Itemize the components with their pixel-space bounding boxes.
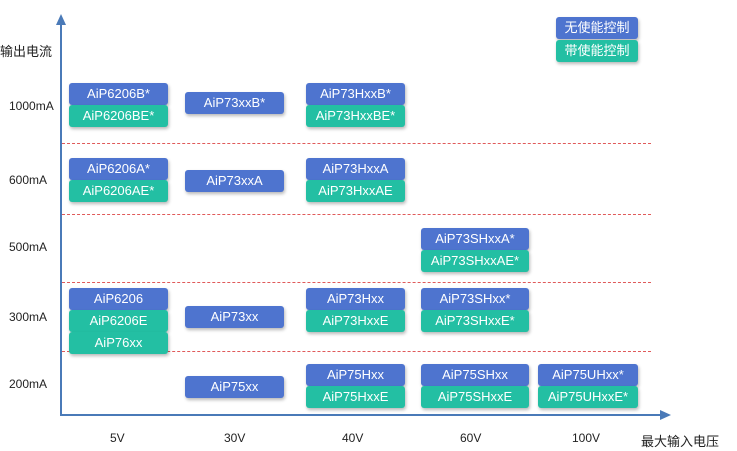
part-box: AiP75UHxxE* (538, 386, 638, 408)
part-box: AiP6206 (69, 288, 168, 310)
part-box: AiP73xxB* (185, 92, 284, 114)
legend-without-enable: 无使能控制 (556, 17, 638, 39)
x-level-label: 30V (224, 431, 246, 445)
part-box: AiP73HxxE (306, 310, 405, 332)
x-axis-title: 最大输入电压 (641, 434, 720, 449)
x-axis-line (60, 414, 662, 416)
part-box: AiP6206AE* (69, 180, 168, 202)
y-level-label: 300mA (9, 310, 48, 324)
part-box: AiP6206E (69, 310, 168, 332)
y-level-label: 200mA (9, 377, 48, 391)
legend-with-enable: 带使能控制 (556, 40, 638, 62)
part-box: AiP6206A* (69, 158, 168, 180)
part-box: AiP75UHxx* (538, 364, 638, 386)
part-box: AiP73HxxB* (306, 83, 405, 105)
y-level-label: 500mA (9, 240, 48, 254)
part-box: AiP73HxxA (306, 158, 405, 180)
divider-line (62, 282, 651, 283)
y-axis-title: 输出电流 (0, 44, 53, 59)
part-box: AiP73SHxxE* (421, 310, 529, 332)
divider-line (62, 143, 651, 144)
part-box: AiP6206BE* (69, 105, 168, 127)
x-level-label: 100V (572, 431, 601, 445)
y-level-label: 1000mA (9, 99, 54, 113)
part-box: AiP75Hxx (306, 364, 405, 386)
x-level-label: 5V (110, 431, 125, 445)
part-box: AiP6206B* (69, 83, 168, 105)
divider-line (62, 351, 651, 352)
part-box: AiP73HxxAE (306, 180, 405, 202)
y-level-label: 600mA (9, 173, 48, 187)
part-box: AiP73xx (185, 306, 284, 328)
part-box: AiP75SHxxE (421, 386, 529, 408)
part-box: AiP73SHxxA* (421, 228, 529, 250)
part-box: AiP75SHxx (421, 364, 529, 386)
y-axis-arrow-icon (56, 14, 66, 25)
part-box: AiP73Hxx (306, 288, 405, 310)
part-box: AiP75xx (185, 376, 284, 398)
part-box: AiP75HxxE (306, 386, 405, 408)
x-level-label: 60V (460, 431, 482, 445)
part-box: AiP73HxxBE* (306, 105, 405, 127)
part-box: AiP73SHxxAE* (421, 250, 529, 272)
divider-line (62, 214, 651, 215)
x-level-label: 40V (342, 431, 364, 445)
y-axis-line (60, 24, 62, 416)
x-axis-arrow-icon (660, 410, 671, 420)
part-box: AiP76xx (69, 332, 168, 354)
part-box: AiP73SHxx* (421, 288, 529, 310)
part-box: AiP73xxA (185, 170, 284, 192)
